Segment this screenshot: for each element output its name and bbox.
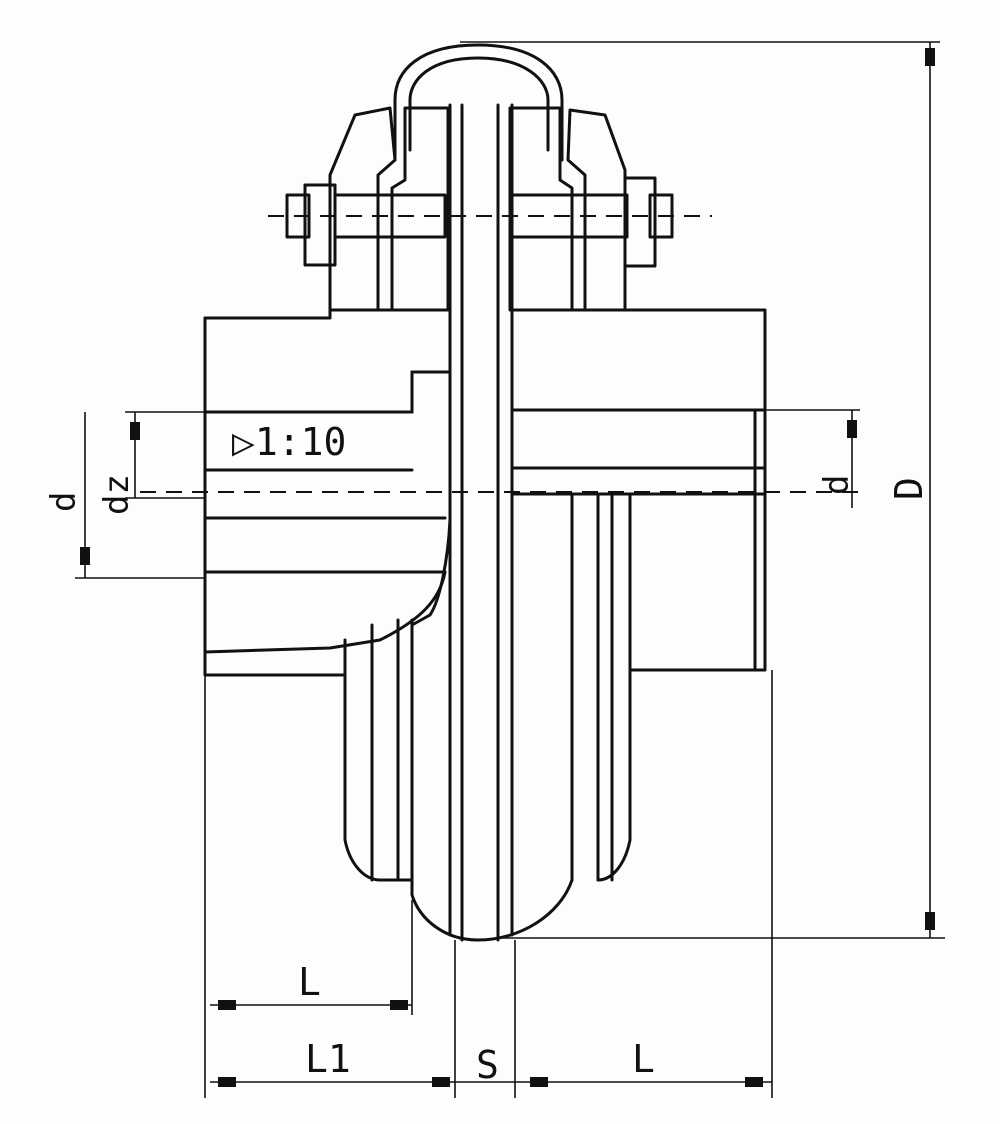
bolt xyxy=(268,176,712,268)
L1-label: L1 xyxy=(305,1037,351,1081)
elastic-body xyxy=(343,492,632,942)
d-right-label: d xyxy=(817,475,857,495)
right-hub-section xyxy=(510,308,767,672)
outer-shell-loop xyxy=(393,43,564,162)
taper-label: ▷1:10 xyxy=(232,420,346,464)
center-disc xyxy=(448,103,514,942)
S-label: S xyxy=(476,1043,499,1087)
left-flange-section xyxy=(328,106,450,312)
d-left-label: d xyxy=(44,492,84,512)
D-label: D xyxy=(887,477,931,500)
dimension-lines xyxy=(75,41,945,1098)
L-top-label: L xyxy=(298,960,321,1004)
dz-label: dz xyxy=(97,474,137,515)
right-flange-section xyxy=(508,106,627,312)
L-bottom-label: L xyxy=(632,1037,655,1081)
